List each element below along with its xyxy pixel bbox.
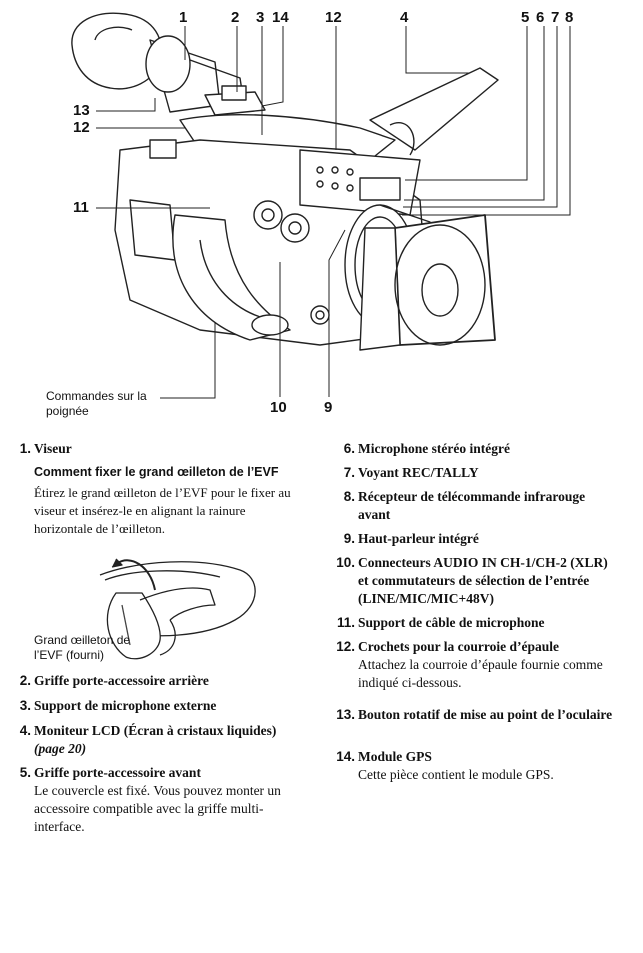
callout-6: 6: [536, 9, 545, 26]
page-reference: (page 20): [34, 741, 87, 756]
item-description: Attachez la courroie d’épaule fournie co…: [358, 657, 603, 690]
item-title: Voyant REC/TALLY: [358, 465, 479, 480]
item-6: 6. Microphone stéréo intégré: [344, 440, 620, 458]
item-5: 5. Griffe porte-accessoire avant Le couv…: [20, 764, 304, 836]
camcorder-illustration: [71, 12, 571, 399]
item-title: Griffe porte-accessoire avant: [34, 765, 201, 780]
item-number: 1.: [19, 441, 31, 456]
callout-1: 1: [179, 9, 188, 26]
eyecup-caption: Grand œilleton de l’EVF (fourni): [34, 633, 131, 662]
callout-14: 14: [272, 9, 289, 26]
callout-5: 5: [521, 9, 530, 26]
item-title: Griffe porte-accessoire arrière: [34, 673, 209, 688]
item-14: 14. Module GPS Cette pièce contient le m…: [336, 748, 620, 784]
callout-2: 2: [231, 9, 240, 26]
item-number: 9.: [343, 531, 355, 546]
item-11: 11. Support de câble de microphone: [337, 614, 620, 632]
item-3: 3. Support de microphone externe: [20, 697, 309, 715]
item-number: 11.: [336, 615, 355, 630]
item-title: Microphone stéréo intégré: [358, 441, 510, 456]
item-number: 14.: [336, 749, 355, 764]
item-2: 2. Griffe porte-accessoire arrière: [20, 672, 309, 690]
item-9: 9. Haut-parleur intégré: [344, 530, 620, 548]
callout-8: 8: [565, 9, 574, 26]
item-title: Viseur: [34, 441, 72, 456]
callout-11: 11: [73, 199, 89, 216]
item-number: 13.: [336, 707, 355, 722]
callout-13: 13: [73, 102, 90, 119]
callout-9: 9: [324, 399, 333, 416]
item-4: 4. Moniteur LCD (Écran à cristaux liquid…: [20, 722, 309, 758]
evf-instructions: Étirez le grand œilleton de l’EVF pour l…: [34, 485, 291, 536]
item-title: Support de microphone externe: [34, 698, 217, 713]
item-12: 12. Crochets pour la courroie d’épaule A…: [336, 638, 623, 692]
item-number: 8.: [343, 489, 355, 504]
item-title: Bouton rotatif de mise au point de l’ocu…: [358, 707, 613, 722]
item-number: 5.: [19, 765, 31, 780]
callout-12-left: 12: [73, 119, 90, 136]
item-8: 8. Récepteur de télécommande infrarouge …: [344, 488, 620, 524]
item-number: 7.: [343, 465, 355, 480]
grip-controls-caption: Commandes sur la poignée: [46, 389, 147, 418]
item-title: Crochets pour la courroie d’épaule: [358, 639, 559, 654]
item-description: Cette pièce contient le module GPS.: [358, 767, 554, 782]
callout-4: 4: [400, 9, 409, 26]
callout-10: 10: [270, 399, 287, 416]
item-1: 1. Viseur: [20, 440, 304, 458]
item-13: 13. Bouton rotatif de mise au point de l…: [336, 706, 620, 724]
camcorder-figure: 1 2 3 14 12 4 5 6 7 8 13 12 11 10 9 Comm…: [0, 0, 643, 425]
item-title: Récepteur de télécommande infrarouge ava…: [358, 489, 586, 522]
callout-7: 7: [551, 9, 560, 26]
item-title: Connecteurs AUDIO IN CH-1/CH-2 (XLR) et …: [358, 555, 608, 606]
item-number: 2.: [19, 673, 31, 688]
item-description: Le couvercle est fixé. Vous pouvez monte…: [34, 783, 281, 834]
item-number: 10.: [336, 555, 355, 570]
item-number: 12.: [336, 639, 355, 654]
callout-3: 3: [256, 9, 265, 26]
item-number: 6.: [343, 441, 355, 456]
item-7: 7. Voyant REC/TALLY: [344, 464, 620, 482]
item-title: Module GPS: [358, 749, 432, 764]
item-title: Haut-parleur intégré: [358, 531, 479, 546]
item-number: 3.: [19, 698, 31, 713]
item-10: 10. Connecteurs AUDIO IN CH-1/CH-2 (XLR)…: [336, 554, 620, 608]
item-title: Moniteur LCD (Écran à cristaux liquides): [34, 723, 277, 738]
item-title: Support de câble de microphone: [358, 615, 545, 630]
evf-eyecup-illustration: [99, 558, 256, 660]
evf-subheading: Comment fixer le grand œilleton de l’EVF: [34, 465, 279, 479]
item-number: 4.: [19, 723, 31, 738]
callout-12-top: 12: [325, 9, 342, 26]
